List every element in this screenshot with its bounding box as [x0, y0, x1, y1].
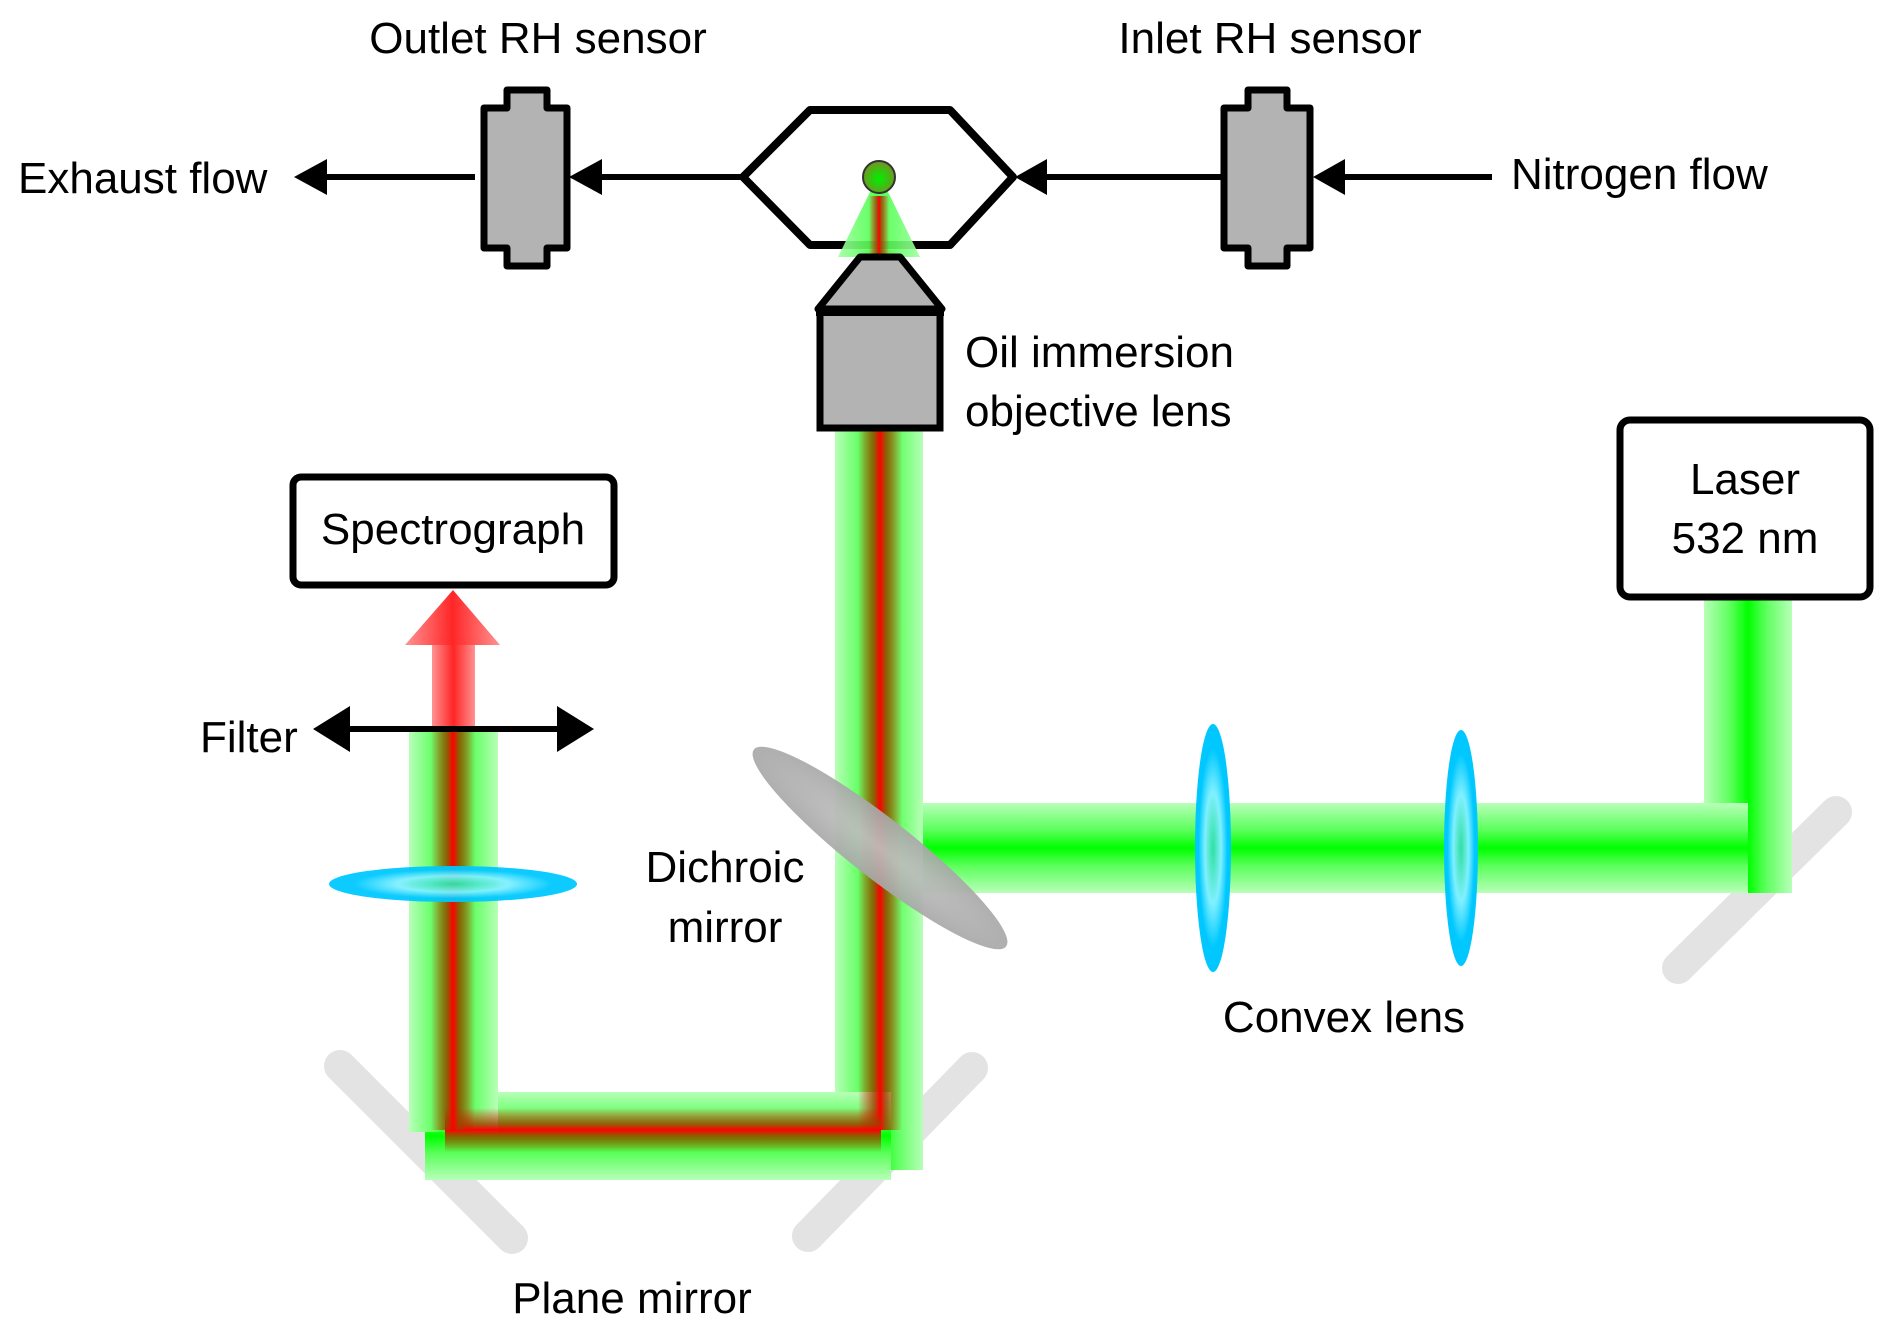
plane-mirror-label: Plane mirror — [512, 1274, 752, 1323]
exhaust-flow-arrow — [294, 159, 475, 195]
raman-beam-bottom — [445, 1108, 881, 1152]
spectrograph-box — [289, 473, 618, 589]
raman-beam-in-cell — [869, 196, 889, 258]
objective-lens — [814, 253, 946, 432]
laser-box — [1616, 416, 1874, 601]
objective-label-line1: Oil immersion — [965, 328, 1234, 377]
dichroic-mirror — [752, 746, 1008, 950]
laser-label-line2: 532 nm — [1672, 514, 1819, 563]
outlet-rh-sensor — [480, 86, 571, 270]
droplet-sample — [862, 160, 896, 194]
outlet-sensor-label: Outlet RH sensor — [369, 14, 706, 63]
inlet-to-cell-arrow — [1015, 159, 1223, 195]
inlet-sensor-label: Inlet RH sensor — [1118, 14, 1421, 63]
cell-to-outlet-arrow — [569, 159, 743, 195]
focusing-lens — [329, 866, 577, 902]
convex-lens-label: Convex lens — [1223, 993, 1465, 1042]
humidity-cell — [739, 106, 1017, 249]
inlet-rh-sensor — [1220, 86, 1314, 270]
laser-label-line1: Laser — [1690, 455, 1800, 504]
spectrograph-label: Spectrograph — [321, 505, 585, 554]
raman-beam-filter-path — [431, 732, 475, 1130]
laser-beam-horizontal — [923, 803, 1748, 893]
dichroic-label-line2: mirror — [668, 903, 783, 952]
convex-lens-1 — [1195, 724, 1231, 972]
convex-lens-2 — [1444, 730, 1478, 966]
nitrogen-flow-arrow — [1313, 159, 1492, 195]
filter-double-arrow — [313, 706, 594, 752]
raman-output-arrow — [405, 590, 500, 730]
objective-label-line2: objective lens — [965, 387, 1232, 436]
filter-label: Filter — [200, 713, 298, 762]
exhaust-flow-label: Exhaust flow — [18, 154, 268, 203]
dichroic-label-line1: Dichroic — [646, 843, 805, 892]
nitrogen-flow-label: Nitrogen flow — [1511, 150, 1768, 199]
